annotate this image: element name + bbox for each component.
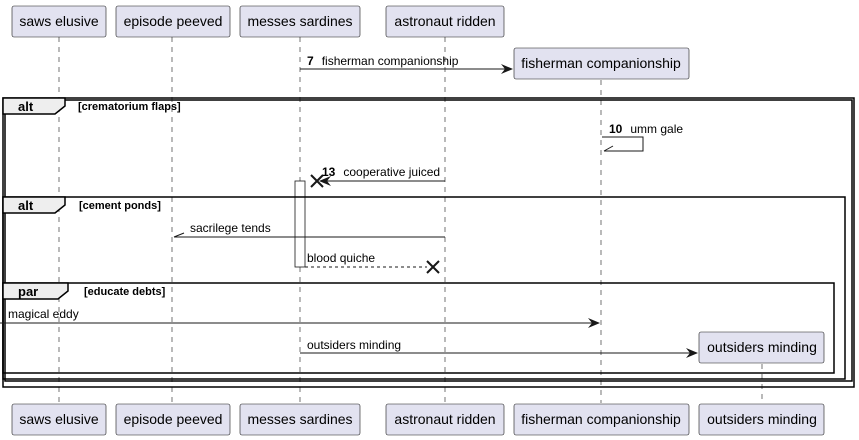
message-blood-quiche-label: blood quiche bbox=[307, 251, 375, 265]
message-outsiders-minding-label: outsiders minding bbox=[307, 338, 401, 352]
message-7-label: fisherman companionship bbox=[322, 54, 459, 68]
participant-outsiders-minding[interactable]: outsiders minding bbox=[698, 331, 825, 364]
svg-text:13 cooperative juiced: 13 cooperative juiced bbox=[322, 163, 440, 180]
participant-astronaut-ridden-bottom[interactable]: astronaut ridden bbox=[385, 403, 505, 436]
svg-text:messes sardines: messes sardines bbox=[247, 411, 352, 427]
svg-text:episode peeved: episode peeved bbox=[124, 13, 223, 29]
participants-bottom: saws elusive episode peeved messes sardi… bbox=[11, 403, 825, 436]
fragment-par-educate: par [educate debts] bbox=[2, 282, 835, 374]
svg-text:saws elusive: saws elusive bbox=[19, 411, 99, 427]
destroy-x-icon bbox=[426, 260, 440, 274]
participant-fisherman-companionship-bottom[interactable]: fisherman companionship bbox=[513, 403, 690, 436]
svg-text:fisherman companionship: fisherman companionship bbox=[521, 411, 681, 427]
message-13-number: 13 bbox=[322, 165, 336, 179]
fragment-par-educate-keyword: par bbox=[18, 284, 38, 299]
participant-saws-elusive-bottom[interactable]: saws elusive bbox=[11, 403, 107, 436]
fragment-par-educate-condition: [educate debts] bbox=[84, 286, 166, 298]
message-blood-quiche[interactable]: blood quiche bbox=[305, 251, 440, 274]
svg-text:saws elusive: saws elusive bbox=[19, 13, 99, 29]
participant-saws-elusive[interactable]: saws elusive bbox=[11, 5, 107, 38]
message-7[interactable]: 7 fisherman companionship bbox=[300, 52, 513, 74]
fragment-par-educate-tab bbox=[2, 282, 69, 300]
participant-fisherman-companionship[interactable]: fisherman companionship bbox=[513, 47, 690, 80]
fragment-alt-crematorium-condition: [crematorium flaps] bbox=[78, 101, 181, 113]
message-outsiders-minding[interactable]: outsiders minding bbox=[300, 338, 698, 358]
fragment-alt-crematorium-keyword: alt bbox=[18, 99, 34, 114]
message-10-number: 10 bbox=[609, 122, 623, 136]
destroy-x-icon bbox=[310, 174, 324, 188]
svg-text:messes sardines: messes sardines bbox=[247, 13, 352, 29]
svg-text:astronaut ridden: astronaut ridden bbox=[394, 411, 495, 427]
participant-messes-sardines-bottom[interactable]: messes sardines bbox=[239, 403, 361, 436]
svg-text:outsiders minding: outsiders minding bbox=[707, 411, 817, 427]
participant-episode-peeved[interactable]: episode peeved bbox=[115, 5, 231, 38]
message-13-label: cooperative juiced bbox=[343, 165, 440, 179]
fragment-alt-cement-condition: [cement ponds] bbox=[79, 200, 161, 212]
participant-episode-peeved-bottom[interactable]: episode peeved bbox=[115, 403, 231, 436]
message-sacrilege-tends-label: sacrilege tends bbox=[190, 221, 271, 235]
message-magical-eddy[interactable]: magical eddy bbox=[0, 307, 600, 328]
lifelines bbox=[58, 37, 763, 403]
svg-text:astronaut ridden: astronaut ridden bbox=[394, 13, 495, 29]
participant-messes-sardines[interactable]: messes sardines bbox=[239, 5, 361, 38]
svg-text:fisherman companionship: fisherman companionship bbox=[521, 55, 681, 71]
participant-outsiders-minding-bottom[interactable]: outsiders minding bbox=[698, 403, 825, 436]
svg-text:7 fisherman companionshi: 7 fisherman companionship bbox=[307, 52, 459, 69]
message-10-arrow bbox=[602, 136, 644, 152]
participant-astronaut-ridden[interactable]: astronaut ridden bbox=[385, 5, 505, 38]
fragment-alt-cement-keyword: alt bbox=[18, 198, 34, 213]
message-10-label: umm gale bbox=[630, 122, 683, 136]
svg-text:episode peeved: episode peeved bbox=[124, 411, 223, 427]
fragment-par-educate-frame bbox=[2, 282, 835, 374]
svg-text:10 umm gale: 10 umm gale bbox=[609, 120, 683, 137]
participants-top: saws elusive episode peeved messes sardi… bbox=[11, 5, 825, 364]
svg-text:outsiders minding: outsiders minding bbox=[707, 339, 817, 355]
message-13[interactable]: 13 cooperative juiced bbox=[310, 163, 445, 188]
fragment-alt-crematorium-tab bbox=[2, 97, 66, 115]
activation-bar bbox=[294, 180, 306, 268]
fragment-alt-cement-tab bbox=[2, 196, 66, 214]
message-sacrilege-tends[interactable]: sacrilege tends bbox=[173, 221, 445, 238]
message-10[interactable]: 10 umm gale bbox=[602, 120, 683, 152]
message-7-number: 7 bbox=[307, 54, 314, 68]
message-magical-eddy-label: magical eddy bbox=[8, 307, 79, 321]
